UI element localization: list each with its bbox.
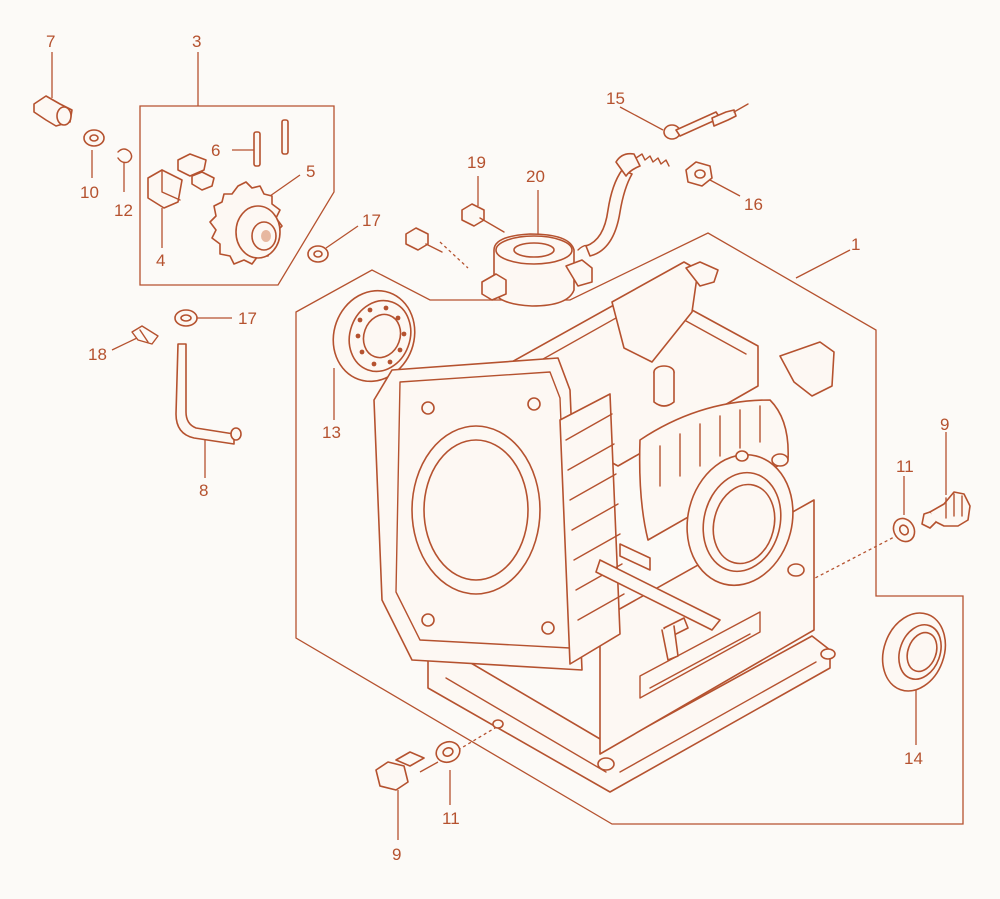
label-16: 16 — [744, 195, 763, 214]
group-1-outline — [295, 232, 964, 825]
label-14: 14 — [904, 749, 923, 768]
part-17-washer-a — [307, 245, 329, 263]
part-8-governor-arm — [175, 343, 242, 445]
part-20-breather-housing — [481, 233, 593, 307]
part-breather-bolt — [405, 227, 443, 253]
part-13-bearing — [332, 289, 416, 383]
label-11-bottom: 11 — [442, 809, 460, 828]
label-17-lower: 17 — [238, 309, 257, 328]
callout-labels: 1 3 4 5 6 7 8 9 9 10 11 11 12 13 14 15 1… — [46, 32, 949, 864]
part-6-pins — [253, 119, 289, 167]
label-15: 15 — [606, 89, 625, 108]
label-18: 18 — [88, 345, 107, 364]
part-14-oil-seal — [881, 612, 947, 692]
label-11-right: 11 — [896, 457, 914, 476]
part-11-washer-right — [892, 517, 916, 543]
label-9-right: 9 — [940, 415, 949, 434]
part-19-bolt — [461, 203, 505, 233]
part-12-clip — [117, 148, 133, 164]
label-8: 8 — [199, 481, 208, 500]
label-9-bottom: 9 — [392, 845, 401, 864]
part-11-washer-bottom — [435, 740, 461, 764]
label-7: 7 — [46, 32, 55, 51]
label-10: 10 — [80, 183, 99, 202]
part-15-cable — [663, 103, 749, 140]
label-1: 1 — [851, 235, 860, 254]
part-9-bolt-bottom — [375, 751, 425, 791]
part-10-washer — [83, 129, 105, 147]
part-4-governor-weight — [147, 169, 183, 209]
part-7-bolt — [33, 95, 73, 127]
part-17-washer-b — [174, 309, 198, 327]
part-5-governor-gear — [209, 181, 283, 265]
label-20: 20 — [526, 167, 545, 186]
part-breather-tube — [585, 152, 670, 257]
part-governor-holder — [177, 153, 215, 191]
label-19: 19 — [467, 153, 486, 172]
label-4: 4 — [156, 251, 165, 270]
part-1-crankcase — [373, 261, 836, 793]
group-3-outline — [139, 105, 335, 286]
label-13: 13 — [322, 423, 341, 442]
part-16-nut — [685, 161, 713, 187]
label-12: 12 — [114, 201, 133, 220]
label-6: 6 — [211, 141, 220, 160]
label-3: 3 — [192, 32, 201, 51]
part-18-clip — [131, 325, 159, 345]
label-17-upper: 17 — [362, 211, 381, 230]
leader-lines — [51, 52, 947, 840]
label-5: 5 — [306, 162, 315, 181]
part-9-bolt-right — [921, 491, 971, 529]
